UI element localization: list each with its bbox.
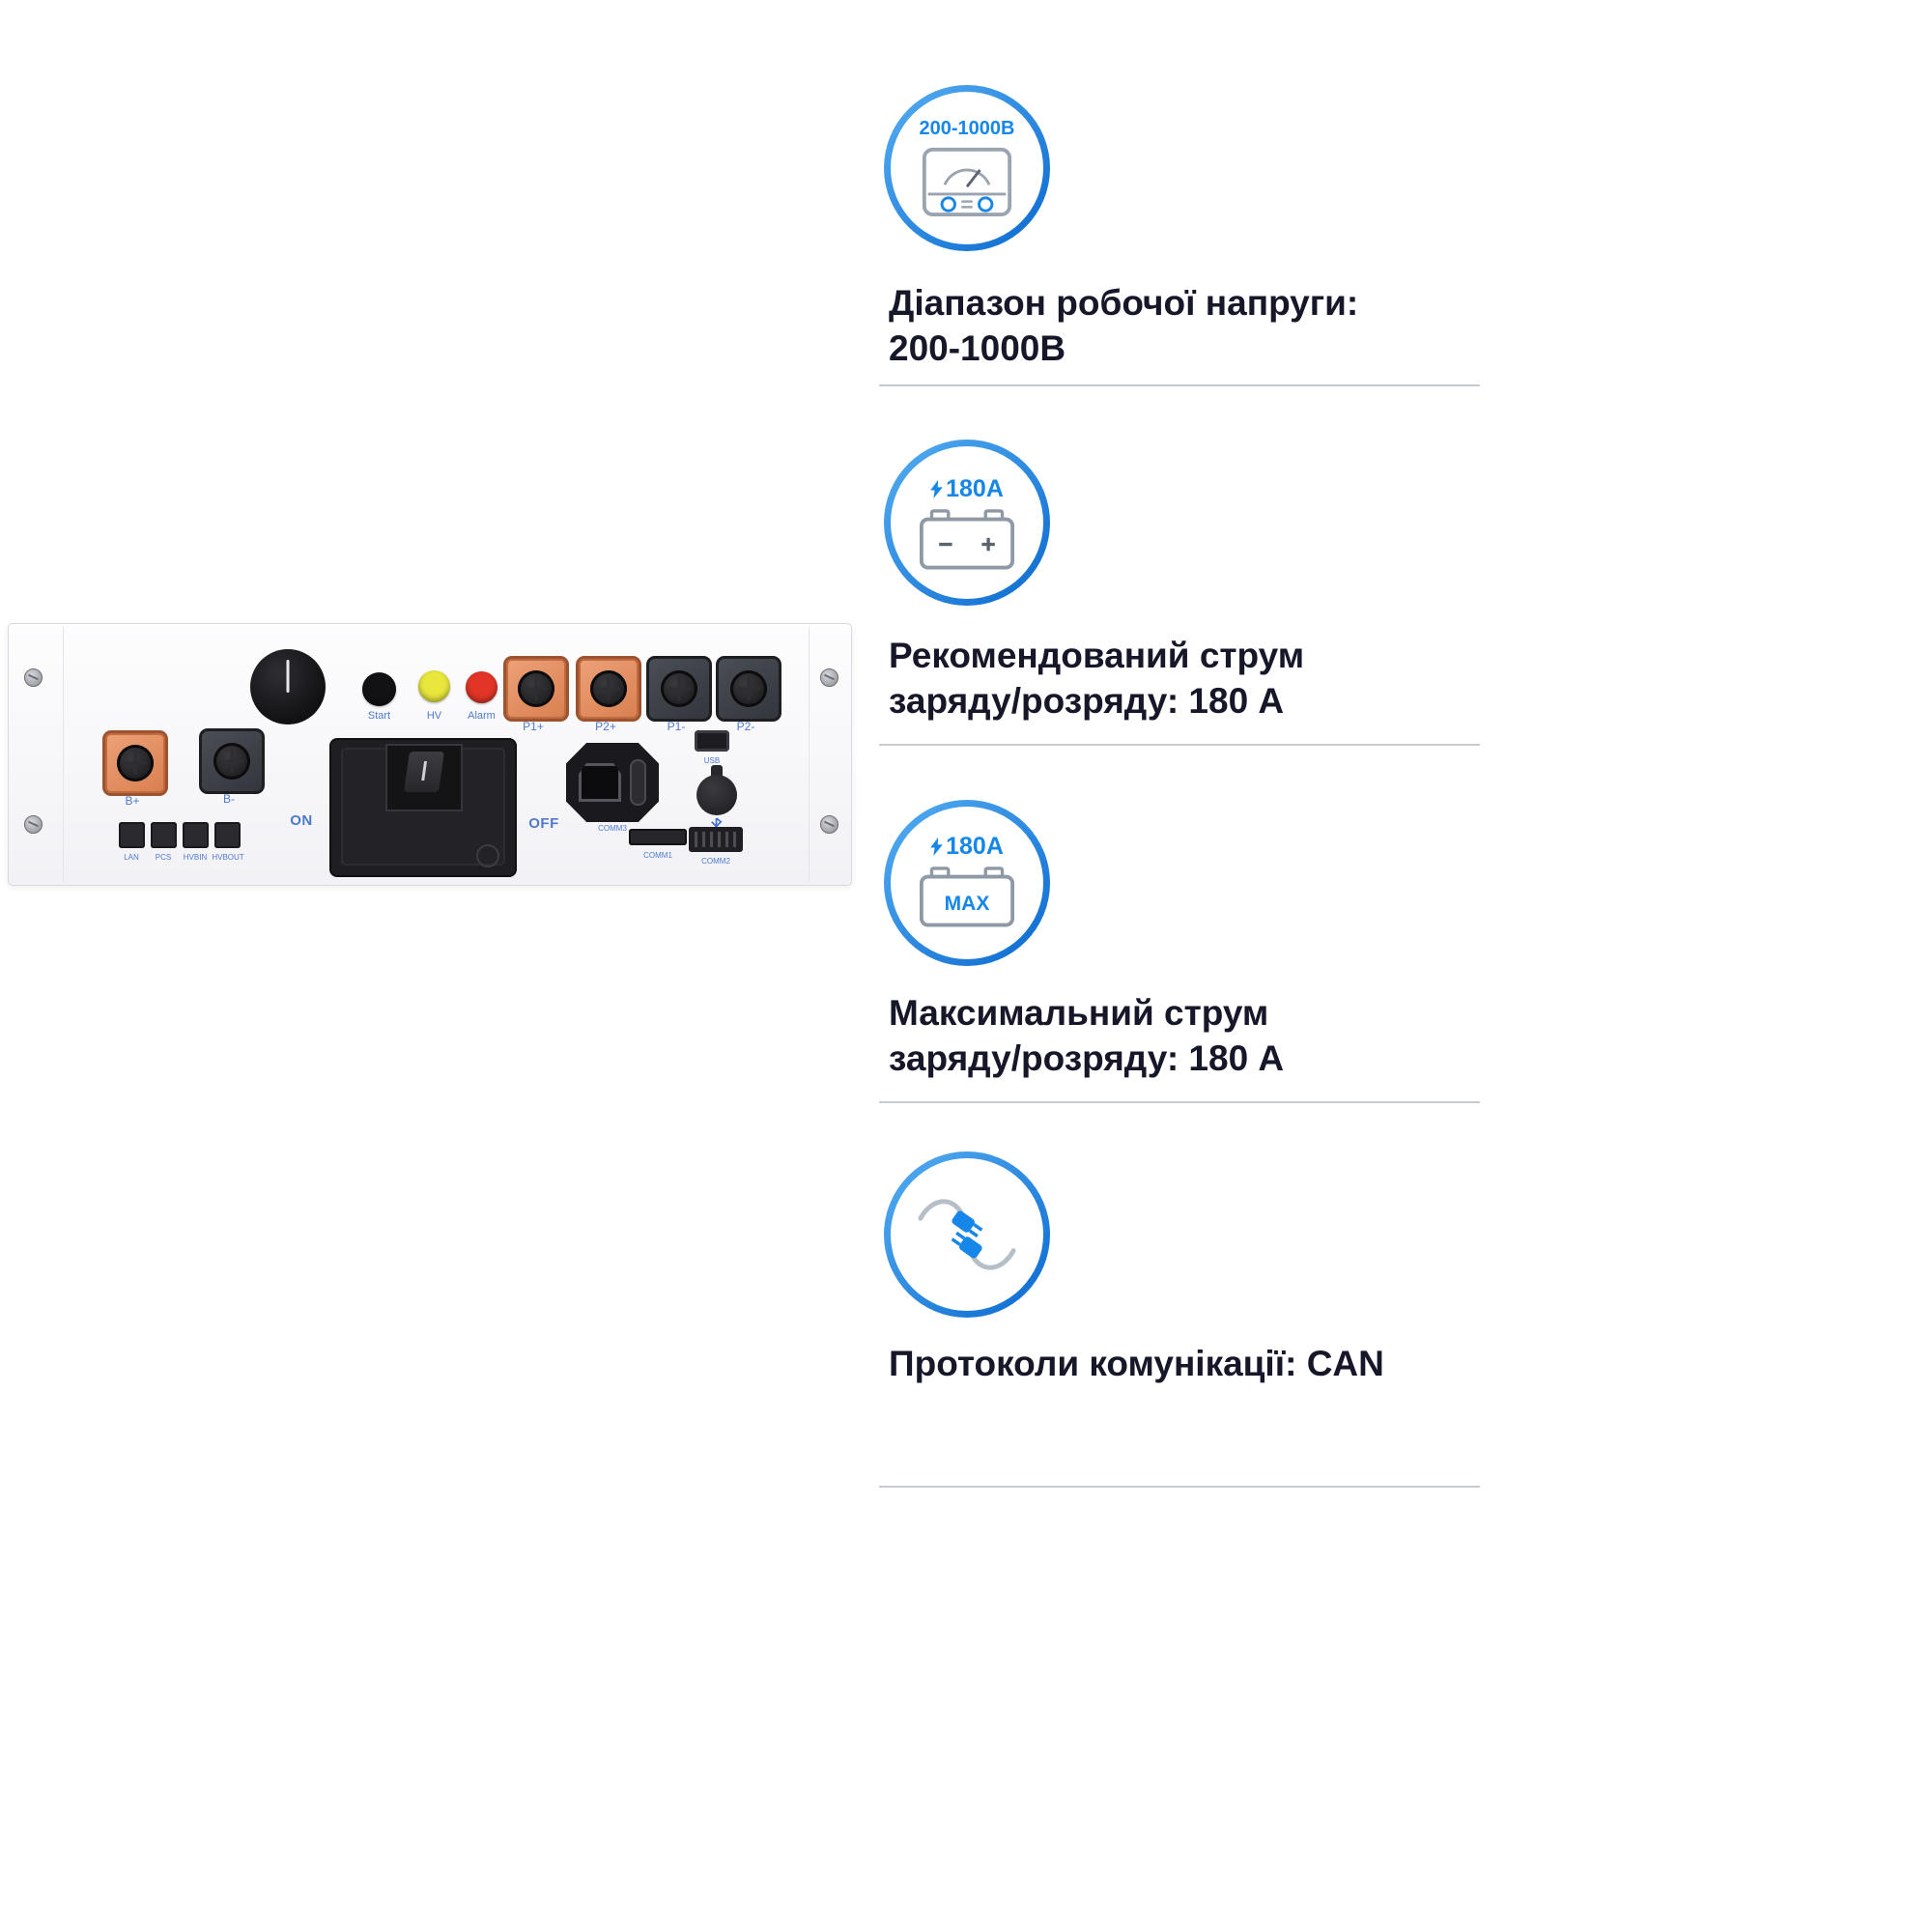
mount-screw xyxy=(24,815,43,834)
comm3-label: COMM3 xyxy=(598,824,627,833)
connector-p1-plus-label: P1+ xyxy=(523,720,544,733)
hv-indicator-button xyxy=(418,670,450,702)
max-current-badge: 180A xyxy=(930,833,1004,861)
comm2-label: COMM2 xyxy=(701,857,730,866)
terminal-b-minus-label: B- xyxy=(223,792,235,806)
communication-icon xyxy=(891,1158,1043,1311)
comm1-label: COMM1 xyxy=(643,851,672,860)
start-button xyxy=(362,672,396,706)
usb-port xyxy=(695,730,729,752)
bluetooth-antenna xyxy=(696,775,737,815)
connector-socket xyxy=(661,670,697,707)
hvbout-port xyxy=(214,822,241,848)
feature-caption-communication: Протоколи комунікації: CAN xyxy=(889,1341,1483,1386)
panel-edge-line xyxy=(63,627,64,882)
terminal-b-plus xyxy=(102,730,168,796)
power-inlet-module xyxy=(566,743,659,822)
caption-line: Протоколи комунікації: CAN xyxy=(889,1344,1384,1383)
feature-caption-recommended-current: Рекомендований струм заряду/розряду: 180… xyxy=(889,633,1483,724)
breaker-lever xyxy=(404,752,444,792)
comm2-pins xyxy=(695,832,737,847)
off-label: OFF xyxy=(528,815,559,832)
on-label: ON xyxy=(290,812,313,829)
connector-socket xyxy=(590,670,627,707)
connector-p2-plus-label: P2+ xyxy=(595,720,616,733)
recommended-current-icon-circle: 180A xyxy=(884,440,1050,606)
hv-button-label: HV xyxy=(426,710,442,722)
connector-p1-plus xyxy=(503,656,569,722)
knob-indicator-line xyxy=(286,659,290,694)
lan-port-label: LAN xyxy=(124,853,139,862)
battery-front-panel: Start HV Alarm P1+ P2+ P1- P2- B+ B- LAN… xyxy=(8,623,852,886)
alarm-button-label: Alarm xyxy=(468,710,496,722)
battery-max-text: MAX xyxy=(944,893,990,916)
usb-label: USB xyxy=(703,756,721,765)
recommended-current-icon: 180A xyxy=(891,446,1043,599)
voltage-badge: 200-1000В xyxy=(920,118,1015,140)
comm1-port xyxy=(629,829,687,845)
terminal-b-minus xyxy=(199,728,265,794)
panel-edge-line xyxy=(809,627,810,882)
fuse-drawer xyxy=(630,759,646,806)
caption-line: Рекомендований струм xyxy=(889,636,1305,675)
connector-socket xyxy=(730,670,767,707)
max-current-icon: 180A MAX xyxy=(891,807,1043,959)
connector-p1-minus xyxy=(646,656,712,722)
section-divider xyxy=(879,1101,1480,1103)
max-current-badge-text: 180A xyxy=(946,833,1004,861)
feature-caption-voltage: Діапазон робочої напруги: 200-1000В xyxy=(889,280,1483,372)
lightning-icon xyxy=(930,838,943,857)
start-button-label: Start xyxy=(367,710,391,722)
pcs-port xyxy=(151,822,177,848)
section-divider xyxy=(879,384,1480,386)
current-badge: 180A xyxy=(930,475,1004,503)
caption-line: 200-1000В xyxy=(889,328,1066,369)
alarm-indicator-button xyxy=(466,671,497,703)
voltage-range-icon-circle: 200-1000В xyxy=(884,85,1050,251)
section-divider xyxy=(879,1486,1480,1488)
dc-breaker xyxy=(329,738,517,877)
caption-line: заряду/розряду: 180 А xyxy=(889,1038,1285,1079)
max-current-icon-circle: 180A MAX xyxy=(884,800,1050,966)
section-divider xyxy=(879,744,1480,746)
communication-icon-circle xyxy=(884,1151,1050,1318)
connector-socket xyxy=(213,743,250,780)
caption-line: Максимальний струм xyxy=(889,993,1269,1033)
breaker-screw xyxy=(476,844,499,867)
battery-max-icon xyxy=(919,867,1015,927)
connector-socket xyxy=(117,745,154,781)
mount-screw xyxy=(820,815,838,834)
caption-line: Діапазон робочої напруги: xyxy=(889,283,1359,323)
connector-p2-plus xyxy=(576,656,641,722)
mount-screw xyxy=(24,668,43,687)
hvbin-port-label: HVBIN xyxy=(183,853,208,862)
hvbin-port xyxy=(183,822,209,848)
connector-p2-minus-label: P2- xyxy=(736,720,755,733)
lan-port xyxy=(119,822,145,848)
caption-line: заряду/розряду: 180 А xyxy=(889,681,1285,722)
connector-socket xyxy=(518,670,554,707)
lightning-icon xyxy=(930,479,943,498)
current-badge-text: 180A xyxy=(946,474,1004,502)
plugs-icon xyxy=(918,1199,1016,1270)
main-switch-knob xyxy=(250,649,326,724)
battery-icon xyxy=(919,509,1015,570)
connector-p1-minus-label: P1- xyxy=(667,720,686,733)
feature-caption-max-current: Максимальний струм заряду/розряду: 180 А xyxy=(889,990,1483,1082)
voltage-range-icon: 200-1000В xyxy=(891,92,1043,244)
connector-p2-minus xyxy=(716,656,781,722)
comm2-port xyxy=(689,827,743,852)
c14-socket xyxy=(579,763,621,802)
mount-screw xyxy=(820,668,838,687)
hvbout-port-label: HVBOUT xyxy=(212,853,244,862)
voltmeter-icon xyxy=(922,147,1012,217)
voltage-badge-text: 200-1000В xyxy=(919,118,1015,140)
battery-max-wrap: MAX xyxy=(919,867,1015,932)
terminal-b-plus-label: B+ xyxy=(125,794,140,808)
pcs-port-label: PCS xyxy=(155,853,172,862)
